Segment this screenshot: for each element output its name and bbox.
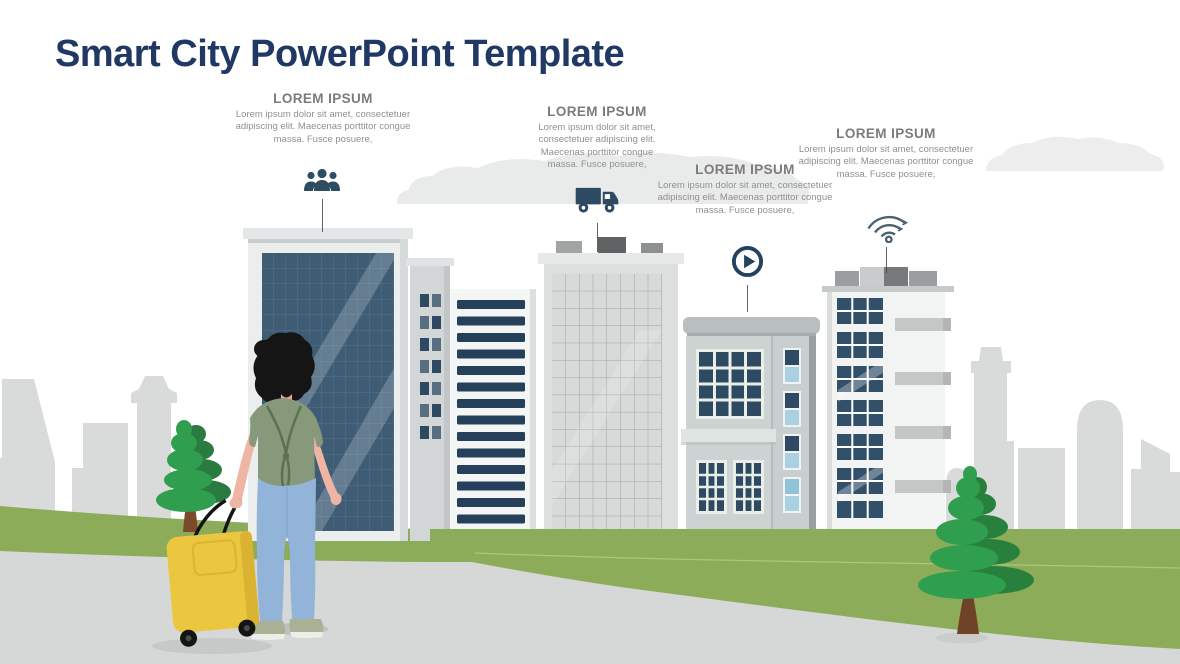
block-body: Lorem ipsum dolor sit amet, consectetuer… <box>657 180 833 216</box>
connector-line <box>886 247 887 273</box>
connector-line <box>747 285 748 312</box>
block-body: Lorem ipsum dolor sit amet, consectetuer… <box>235 109 411 145</box>
wifi-icon <box>863 199 910 243</box>
block-heading: LOREM IPSUM <box>695 162 795 177</box>
suitcase <box>152 497 272 654</box>
pine-tree-left <box>156 420 231 532</box>
page-title: Smart City PowerPoint Template <box>55 33 625 75</box>
building-apartment <box>822 267 954 540</box>
building-grid-tower <box>538 237 684 541</box>
lorem-block-3: LOREM IPSUM Lorem ipsum dolor sit amet, … <box>656 162 834 217</box>
connector-line <box>597 223 598 252</box>
delivery-truck-icon <box>574 184 620 215</box>
lorem-block-2: LOREM IPSUM Lorem ipsum dolor sit amet, … <box>530 104 664 171</box>
building-striped <box>406 258 536 541</box>
block-body: Lorem ipsum dolor sit amet, consectetuer… <box>798 144 974 180</box>
block-heading: LOREM IPSUM <box>273 91 373 106</box>
building-windows <box>681 317 820 534</box>
people-group-icon <box>302 167 342 191</box>
play-icon <box>731 245 764 278</box>
lorem-block-1: LOREM IPSUM Lorem ipsum dolor sit amet, … <box>234 91 412 146</box>
block-heading: LOREM IPSUM <box>836 126 936 141</box>
lorem-block-4: LOREM IPSUM Lorem ipsum dolor sit amet, … <box>797 126 975 181</box>
block-body: Lorem ipsum dolor sit amet, consectetuer… <box>538 122 656 171</box>
block-heading: LOREM IPSUM <box>547 104 647 119</box>
connector-line <box>322 199 323 232</box>
clouds <box>396 136 1164 204</box>
traveler <box>232 332 342 640</box>
pine-tree-right <box>918 466 1034 644</box>
